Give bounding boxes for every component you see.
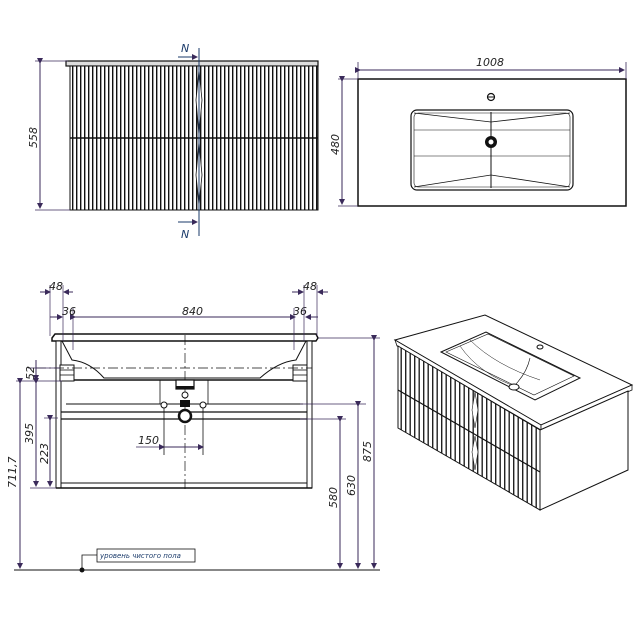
top-view: 1008 480 <box>329 56 627 207</box>
right-36-label: 36 <box>293 305 307 318</box>
height-875-label: 875 <box>361 441 374 462</box>
height-558-label: 558 <box>27 127 40 148</box>
section-view: 48 36 840 36 48 52 395 223 711,7 150 <box>6 280 380 573</box>
width-1008-label: 1008 <box>476 56 504 69</box>
right-48-label: 48 <box>303 280 317 293</box>
front-view: N N 558 <box>27 42 319 241</box>
height-223-label: 223 <box>38 443 51 464</box>
height-630-label: 630 <box>345 475 358 496</box>
height-395-label: 395 <box>23 423 36 444</box>
height-580-label: 580 <box>327 487 340 508</box>
left-48-label: 48 <box>49 280 63 293</box>
section-marker-top: N <box>181 42 189 55</box>
isometric-view <box>393 314 634 511</box>
width-840-label: 840 <box>182 305 203 318</box>
offset-52-label: 52 <box>24 366 37 380</box>
spacing-150-label: 150 <box>138 434 159 447</box>
floor-level-note: уровень чистого пола <box>99 552 181 560</box>
depth-480-label: 480 <box>329 134 342 155</box>
left-36-label: 36 <box>62 305 76 318</box>
section-marker-bottom: N <box>181 228 189 241</box>
height-711-label: 711,7 <box>6 457 19 489</box>
